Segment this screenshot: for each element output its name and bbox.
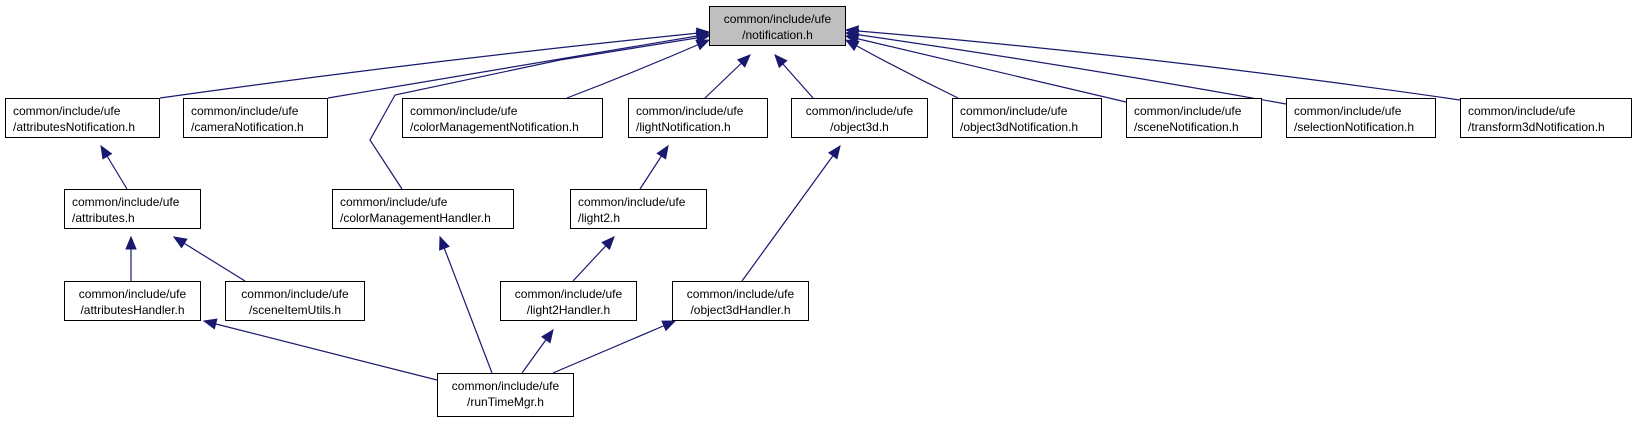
arrowhead-object3dHandler-to-object3d: [828, 144, 841, 160]
node-selection-notification[interactable]: common/include/ufe /selectionNotificatio…: [1286, 98, 1436, 138]
arrowhead-sceneItemUtils-to-attributes: [172, 236, 188, 249]
node-scene-item-utils-line1: common/include/ufe: [241, 287, 349, 301]
arrowhead-attributesHandler-to-attributes: [125, 235, 137, 250]
edge-sceneItemUtils-to-attributes: [173, 236, 246, 282]
node-object3d-notification[interactable]: common/include/ufe /object3dNotification…: [952, 98, 1102, 138]
node-object3d-line2: /object3d.h: [830, 120, 889, 134]
node-light-notification[interactable]: common/include/ufe /lightNotification.h: [628, 98, 768, 138]
arrowhead-runTimeMgr-to-attributesHandler: [202, 318, 218, 330]
node-object3d-handler[interactable]: common/include/ufe /object3dHandler.h: [672, 281, 809, 321]
node-light-notification-line1: common/include/ufe: [636, 104, 744, 118]
node-object3d-handler-line1: common/include/ufe: [686, 287, 795, 301]
node-light2-line2: /light2.h: [578, 211, 621, 225]
node-camera-notification-line1: common/include/ufe: [191, 104, 299, 118]
edge-selectionNotification-to-notification: [845, 32, 1287, 105]
edge-object3dNotification-to-notification: [845, 39, 959, 99]
node-light2-line1: common/include/ufe: [578, 195, 686, 209]
node-color-management-handler[interactable]: common/include/ufe /colorManagementHandl…: [332, 189, 514, 229]
edge-runTimeMgr-to-object3dHandler: [552, 320, 676, 374]
edge-transform3dNotification-to-notification: [845, 29, 1461, 101]
node-attributes[interactable]: common/include/ufe /attributes.h: [64, 189, 201, 229]
edge-sceneNotification-to-notification: [845, 35, 1127, 103]
node-selection-notification-line1: common/include/ufe: [1294, 104, 1402, 118]
arrowhead-lightNotification-to-notification: [736, 54, 751, 68]
edge-object3dHandler-to-object3d: [741, 145, 841, 282]
node-scene-item-utils[interactable]: common/include/ufe /sceneItemUtils.h: [225, 281, 365, 321]
arrowhead-runTimeMgr-to-colorManagementHandler: [439, 235, 450, 251]
node-scene-notification[interactable]: common/include/ufe /sceneNotification.h: [1126, 98, 1262, 138]
node-attributes-notification-line2: /attributesNotification.h: [13, 120, 136, 134]
node-notification[interactable]: common/include/ufe /notification.h: [709, 6, 846, 46]
node-color-management-notification-line1: common/include/ufe: [410, 104, 518, 118]
node-color-management-notification[interactable]: common/include/ufe /colorManagementNotif…: [402, 98, 603, 138]
node-attributes-notification[interactable]: common/include/ufe /attributesNotificati…: [5, 98, 160, 138]
node-transform3d-notification[interactable]: common/include/ufe /transform3dNotificat…: [1460, 98, 1632, 138]
node-camera-notification-line2: /cameraNotification.h: [191, 120, 304, 134]
edge-colorManagementNotification-to-notification: [566, 39, 710, 99]
node-transform3d-notification-line1: common/include/ufe: [1468, 104, 1576, 118]
node-camera-notification[interactable]: common/include/ufe /cameraNotification.h: [183, 98, 328, 138]
node-color-management-notification-line2: /colorManagementNotification.h: [410, 120, 579, 134]
node-light2-handler-line1: common/include/ufe: [514, 287, 623, 301]
arrowhead-attributes-to-attributesNotification: [100, 144, 113, 160]
node-runtime-mgr-line2: /runTimeMgr.h: [467, 395, 544, 409]
node-runtime-mgr-line1: common/include/ufe: [451, 379, 560, 393]
node-attributes-line1: common/include/ufe: [72, 195, 180, 209]
arrowhead-colorManagementHandler-to-notification: [695, 32, 711, 44]
edge-cameraNotification-to-notification: [327, 33, 710, 99]
node-transform3d-notification-line2: /transform3dNotification.h: [1468, 120, 1605, 134]
node-light2-handler-line2: /light2Handler.h: [526, 303, 611, 317]
node-scene-notification-line2: /sceneNotification.h: [1134, 120, 1239, 134]
node-light2[interactable]: common/include/ufe /light2.h: [570, 189, 707, 229]
node-notification-line2: /notification.h: [742, 28, 813, 42]
node-attributes-notification-line1: common/include/ufe: [13, 104, 121, 118]
edge-attributesNotification-to-notification: [159, 31, 710, 99]
arrowhead-object3d-to-notification: [774, 54, 788, 69]
node-attributes-handler-line1: common/include/ufe: [78, 287, 187, 301]
node-attributes-line2: /attributes.h: [72, 211, 135, 225]
node-scene-notification-line1: common/include/ufe: [1134, 104, 1242, 118]
node-light-notification-line2: /lightNotification.h: [636, 120, 731, 134]
node-notification-line1: common/include/ufe: [723, 12, 832, 26]
arrowhead-runTimeMgr-to-object3dHandler: [661, 320, 677, 332]
node-light2-handler[interactable]: common/include/ufe /light2Handler.h: [500, 281, 637, 321]
node-attributes-handler[interactable]: common/include/ufe /attributesHandler.h: [64, 281, 201, 321]
node-color-management-handler-line1: common/include/ufe: [340, 195, 448, 209]
node-object3d-notification-line2: /object3dNotification.h: [960, 120, 1079, 134]
node-color-management-handler-line2: /colorManagementHandler.h: [340, 211, 491, 225]
node-object3d[interactable]: common/include/ufe /object3d.h: [791, 98, 928, 138]
node-runtime-mgr[interactable]: common/include/ufe /runTimeMgr.h: [437, 373, 574, 417]
node-object3d-handler-line2: /object3dHandler.h: [690, 303, 791, 317]
arrowhead-light2Handler-to-light2: [601, 236, 615, 251]
node-object3d-line1: common/include/ufe: [805, 104, 914, 118]
arrowhead-transform3dNotification-to-notification: [844, 25, 859, 37]
edge-colorManagementHandler-to-notification: [369, 35, 710, 190]
node-scene-item-utils-line2: /sceneItemUtils.h: [248, 303, 342, 317]
node-object3d-notification-line1: common/include/ufe: [960, 104, 1068, 118]
node-attributes-handler-line2: /attributesHandler.h: [80, 303, 185, 317]
edge-runTimeMgr-to-colorManagementHandler: [439, 236, 493, 374]
node-selection-notification-line2: /selectionNotification.h: [1294, 120, 1415, 134]
edge-runTimeMgr-to-attributesHandler: [203, 320, 438, 381]
arrowhead-runTimeMgr-to-light2Handler: [541, 328, 554, 344]
arrowhead-light2-to-lightNotification: [656, 144, 669, 160]
